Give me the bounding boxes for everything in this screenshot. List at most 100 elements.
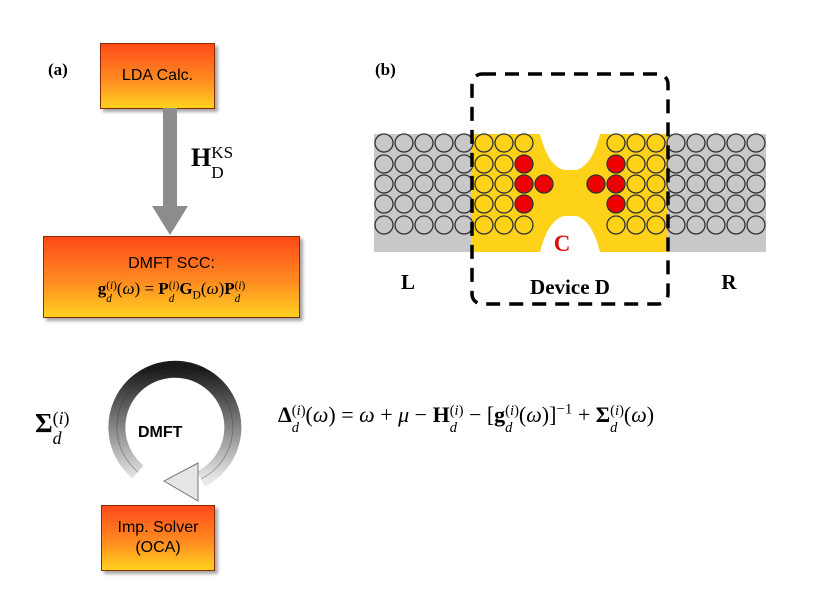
lda-calc-label: LDA Calc. — [121, 67, 194, 84]
lead-atom — [394, 215, 414, 235]
lead-atom — [394, 194, 414, 214]
device-schematic: C L Device D R — [374, 72, 766, 306]
center-atom — [514, 194, 534, 214]
center-atom — [514, 154, 534, 174]
lead-atom — [434, 133, 454, 153]
device-atom — [626, 194, 646, 214]
center-atom — [606, 194, 626, 214]
center-atom — [534, 174, 554, 194]
lead-atom — [726, 133, 746, 153]
lead-atom — [686, 154, 706, 174]
lead-atom — [414, 215, 434, 235]
device-atom — [494, 215, 514, 235]
lead-atom — [666, 174, 686, 194]
lda-calc-box: LDA Calc. — [100, 43, 215, 109]
lead-atom — [746, 174, 766, 194]
solver-line-2: (OCA) — [135, 539, 181, 556]
lead-atom — [374, 194, 394, 214]
lead-atom — [706, 194, 726, 214]
lead-atom — [434, 194, 454, 214]
hybridization-equation: Δ(i)d(ω) = ω + μ − H(i)d − [g(i)d(ω)]−1 … — [278, 401, 655, 436]
device-atom — [494, 154, 514, 174]
device-atom — [626, 154, 646, 174]
lead-atom — [374, 154, 394, 174]
hamiltonian-subscript: D — [211, 162, 224, 182]
device-atom — [474, 174, 494, 194]
device-atom — [474, 133, 494, 153]
lead-atom — [726, 194, 746, 214]
lead-atom — [414, 174, 434, 194]
center-atom — [586, 174, 606, 194]
device-label: Device D — [530, 275, 610, 299]
right-lead-label: R — [721, 270, 737, 294]
device-atom — [474, 154, 494, 174]
device-atom — [474, 194, 494, 214]
device-atom — [606, 133, 626, 153]
center-atom — [606, 174, 626, 194]
lead-atom — [394, 174, 414, 194]
lead-atom — [706, 133, 726, 153]
lead-atom — [706, 174, 726, 194]
lead-atom — [706, 154, 726, 174]
lead-atom — [374, 133, 394, 153]
center-atom — [514, 174, 534, 194]
lead-atom — [434, 215, 454, 235]
lead-atom — [414, 133, 434, 153]
device-atom — [646, 174, 666, 194]
lead-atom — [746, 154, 766, 174]
lead-atom — [706, 215, 726, 235]
device-atom — [626, 133, 646, 153]
device-atom — [606, 215, 626, 235]
lead-atom — [414, 154, 434, 174]
device-atom — [494, 174, 514, 194]
center-atom — [606, 154, 626, 174]
lead-atom — [434, 174, 454, 194]
lead-atom — [726, 174, 746, 194]
panel-a-label: (a) — [48, 60, 68, 79]
dmft-cycle-label: DMFT — [138, 424, 183, 441]
lead-atom — [374, 215, 394, 235]
hamiltonian-symbol: H — [191, 143, 212, 172]
down-arrow-icon — [152, 108, 188, 235]
device-boundary-box — [470, 72, 670, 306]
lead-atom — [746, 194, 766, 214]
center-label: C — [554, 231, 571, 256]
lead-atom — [726, 154, 746, 174]
device-atom — [494, 194, 514, 214]
impurity-solver-box: Imp. Solver (OCA) — [101, 505, 215, 571]
panel-b-label: (b) — [375, 60, 396, 79]
device-atom — [474, 215, 494, 235]
lead-atom — [746, 133, 766, 153]
dmft-cycle-arrow-icon — [108, 360, 242, 502]
lead-atom — [666, 133, 686, 153]
lead-atom — [686, 215, 706, 235]
lead-atom — [394, 154, 414, 174]
device-atom — [514, 133, 534, 153]
lead-atom — [746, 215, 766, 235]
lead-atom — [666, 154, 686, 174]
device-atom — [646, 215, 666, 235]
device-atom — [626, 174, 646, 194]
device-atom — [646, 133, 666, 153]
lead-atom — [686, 174, 706, 194]
lead-atom — [414, 194, 434, 214]
device-atom — [514, 215, 534, 235]
lead-atom — [686, 133, 706, 153]
device-atom — [646, 194, 666, 214]
lead-atom — [686, 194, 706, 214]
atom-layer — [374, 133, 766, 252]
lead-atom — [374, 174, 394, 194]
lead-atom — [726, 215, 746, 235]
left-lead-label: L — [401, 270, 415, 294]
hamiltonian-superscript: KS — [211, 142, 234, 162]
solver-line-1: Imp. Solver — [117, 519, 199, 536]
device-atom — [626, 215, 646, 235]
lead-atom — [394, 133, 414, 153]
self-energy-label: Σ(i)d — [35, 407, 70, 449]
device-atom — [646, 154, 666, 174]
lead-atom — [434, 154, 454, 174]
device-atom — [494, 133, 514, 153]
